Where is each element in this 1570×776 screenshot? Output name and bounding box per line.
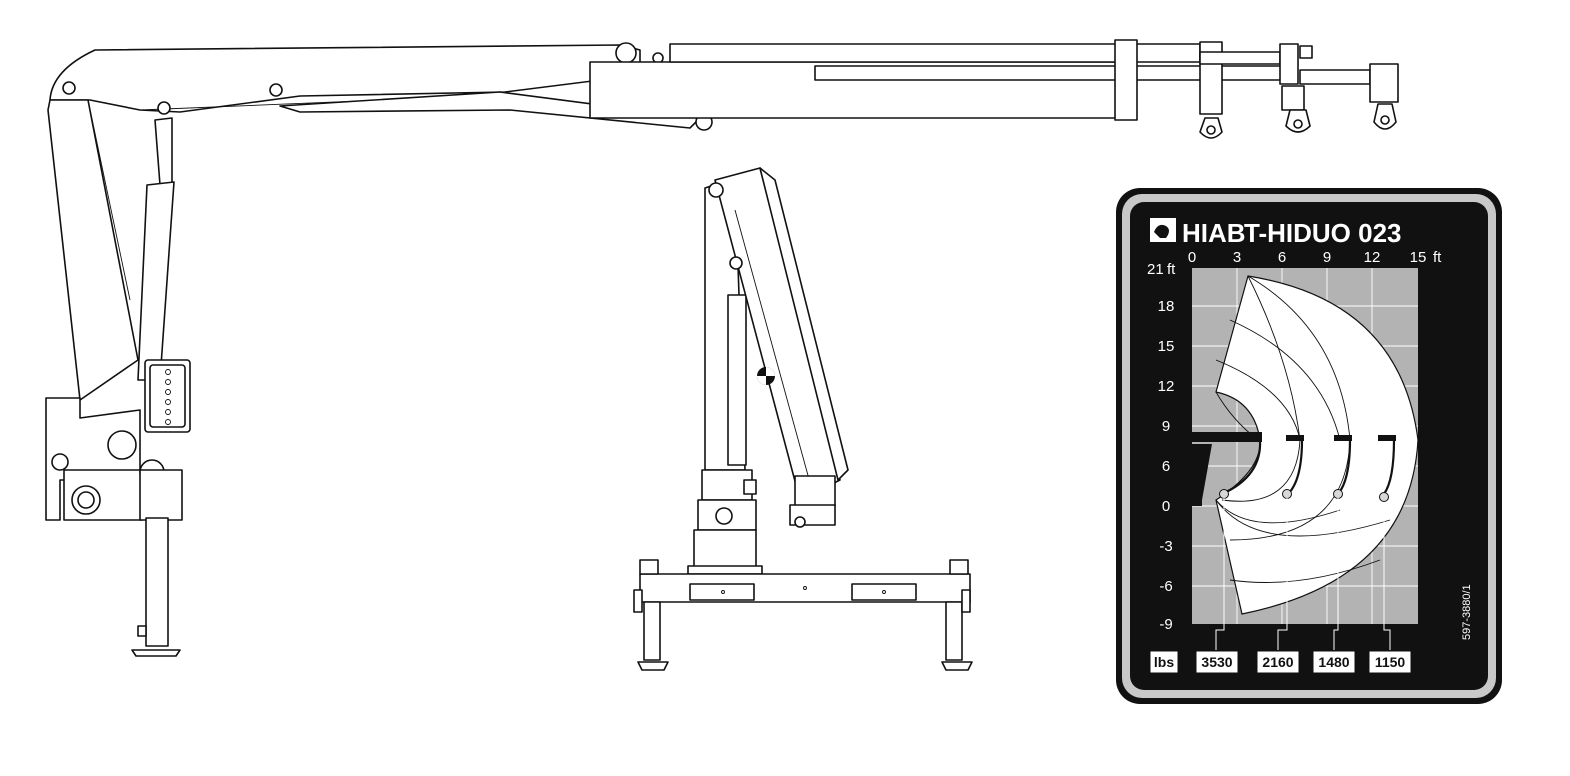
y-tick: 12 (1158, 378, 1175, 395)
x-tick: 6 (1278, 249, 1286, 266)
plate-code: 597-3880/1 (1461, 584, 1473, 640)
x-tick: 3 (1233, 249, 1241, 266)
plate-brand: HIAB (1182, 218, 1246, 248)
load-value: 1150 (1375, 654, 1406, 670)
crane-folded-view (633, 167, 973, 671)
y-tick: 21 (1147, 261, 1164, 278)
load-unit-label: lbs (1154, 654, 1174, 670)
y-tick: -6 (1159, 578, 1172, 595)
y-tick: -9 (1159, 616, 1172, 633)
load-chart-plate: HIAB T-HIDUO 023 (1116, 188, 1502, 704)
load-value: 1480 (1318, 654, 1349, 670)
load-value: 3530 (1201, 654, 1232, 670)
x-unit: ft (1433, 249, 1442, 266)
y-tick: 6 (1162, 458, 1170, 475)
x-tick: 0 (1188, 249, 1196, 266)
x-tick: 15 (1410, 249, 1427, 266)
y-tick: 9 (1162, 418, 1170, 435)
y-tick: 18 (1158, 298, 1175, 315)
x-tick: 12 (1364, 249, 1381, 266)
y-tick: 15 (1158, 338, 1175, 355)
plate-model: T-HIDUO 023 (1244, 218, 1402, 248)
y-unit: ft (1167, 261, 1176, 278)
load-value: 2160 (1262, 654, 1293, 670)
y-tick: 0 (1162, 498, 1170, 515)
y-tick: -3 (1159, 538, 1172, 555)
x-tick: 9 (1323, 249, 1331, 266)
crane-side-view (45, 39, 1399, 657)
crane-silhouette-icon (1180, 432, 1396, 506)
